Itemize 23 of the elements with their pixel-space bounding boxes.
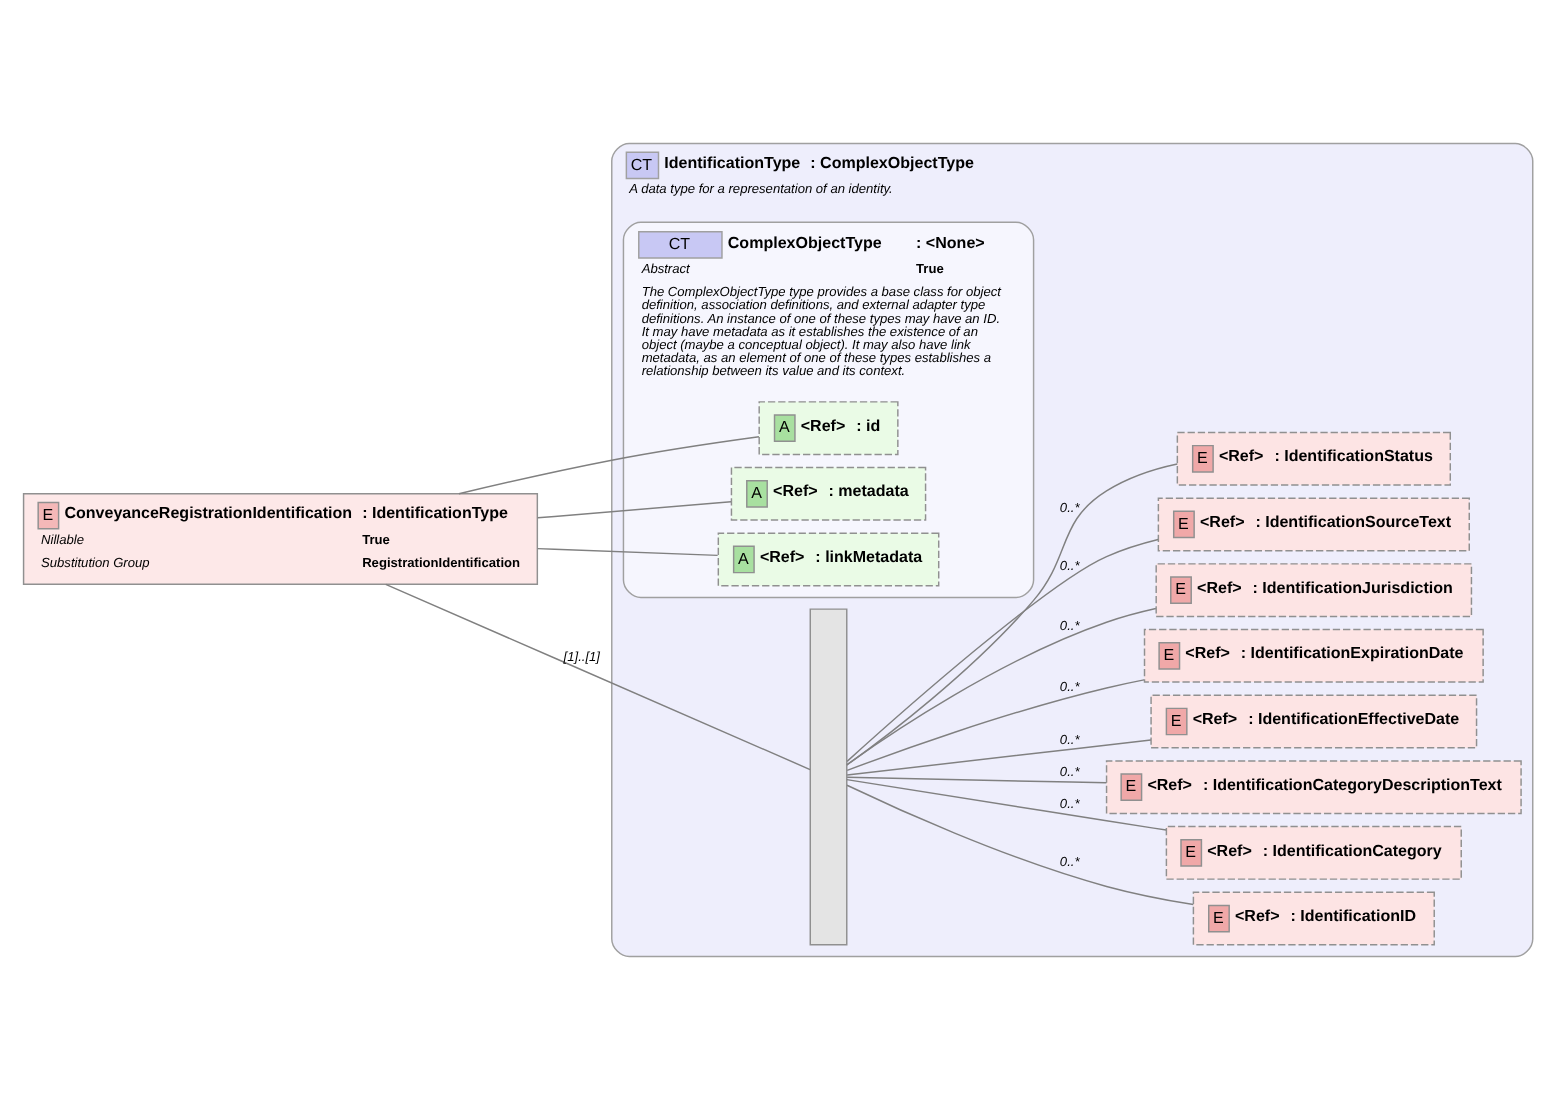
node-bar <box>809 608 848 946</box>
connector <box>846 778 1167 831</box>
node-box: A <Ref> : metadata <box>730 466 927 521</box>
node-box: E <Ref> : IdentificationID <box>1192 891 1435 946</box>
node-box: E <Ref> : IdentificationSourceText <box>1157 497 1470 552</box>
connector <box>385 583 811 771</box>
connector <box>846 739 1152 776</box>
connector <box>846 538 1159 763</box>
connector <box>846 784 1195 906</box>
node-box: E <Ref> : IdentificationCategory <box>1165 825 1462 880</box>
connector <box>846 607 1157 766</box>
node-box: E <Ref> : IdentificationEffectiveDate <box>1150 694 1478 749</box>
node-box: E <Ref> : IdentificationStatus <box>1176 431 1451 486</box>
connector <box>458 436 760 495</box>
node-box: A <Ref> : linkMetadata <box>717 532 940 587</box>
node-box: E <Ref> : IdentificationJurisdiction <box>1155 563 1473 618</box>
connector <box>537 547 719 557</box>
node-box: E <Ref> : IdentificationCategoryDescriptionText <box>1105 760 1522 815</box>
node-box: E <Ref> : IdentificationExpirationDate <box>1143 628 1484 683</box>
node-box: A <Ref> : id <box>758 401 899 456</box>
connector <box>537 501 732 519</box>
connector <box>846 776 1108 784</box>
connector <box>846 679 1145 772</box>
